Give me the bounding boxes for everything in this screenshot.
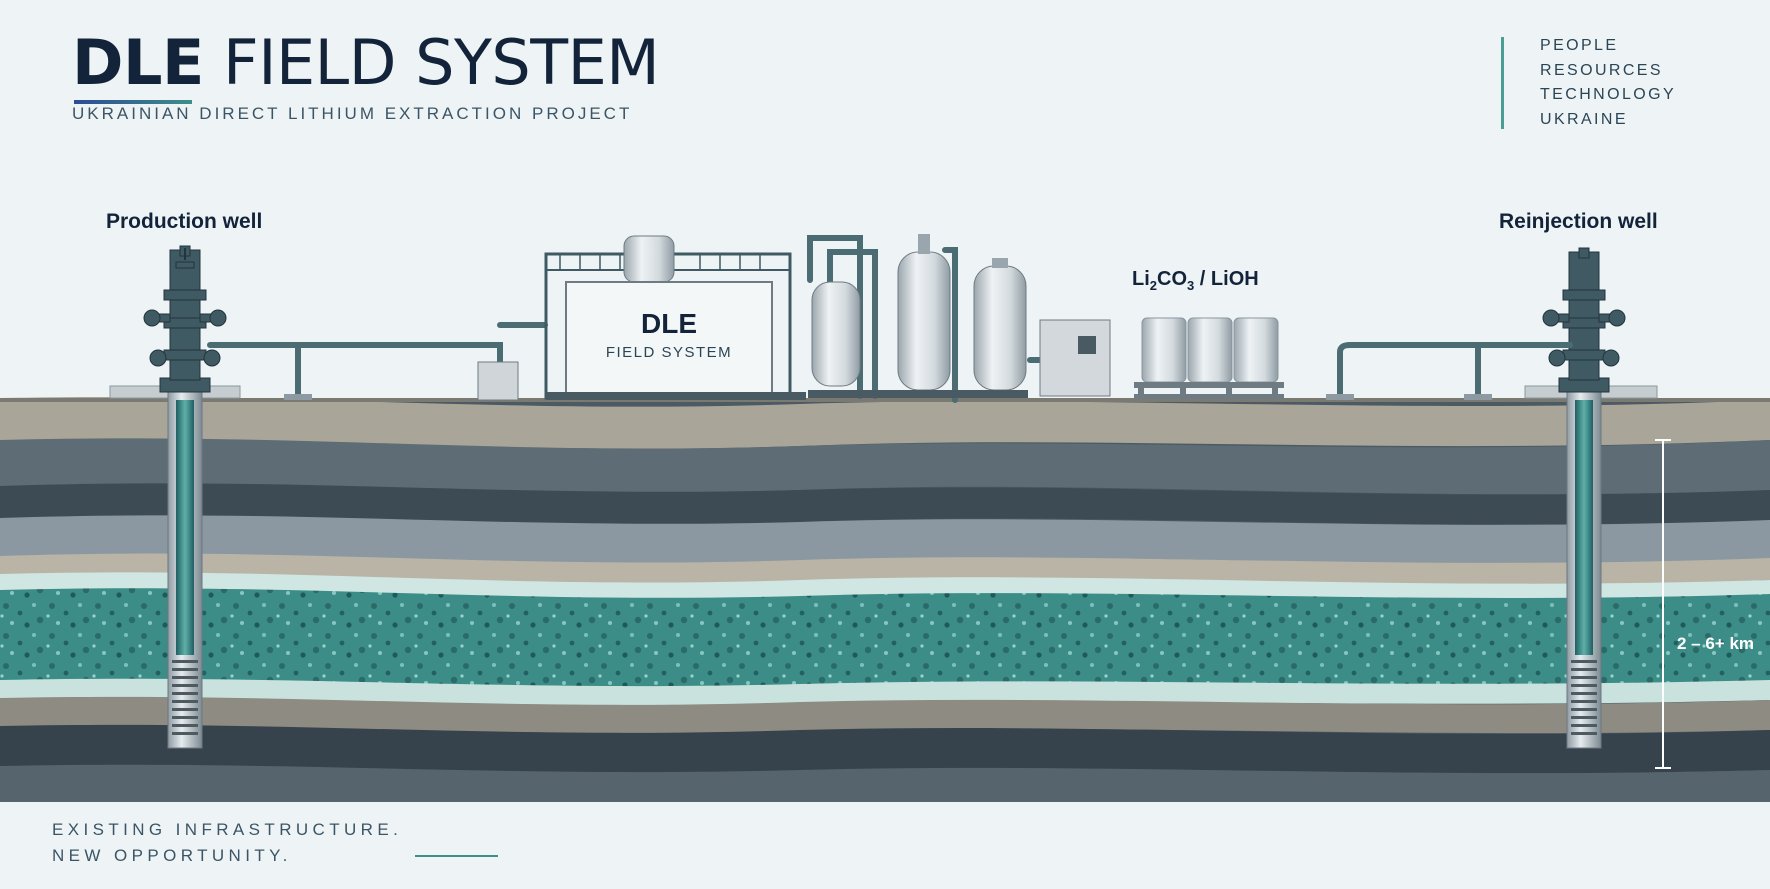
tagline-divider bbox=[1501, 37, 1504, 129]
depth-scale bbox=[1655, 439, 1671, 769]
control-cabinet bbox=[1039, 319, 1111, 397]
page-subtitle: UKRAINIAN DIRECT LITHIUM EXTRACTION PROJ… bbox=[72, 104, 633, 123]
plant-label: DLE FIELD SYSTEM bbox=[566, 308, 772, 361]
tagline-item: UKRAINE bbox=[1540, 110, 1628, 128]
production-well bbox=[109, 245, 241, 749]
rock-strata bbox=[0, 396, 1770, 802]
tagline-item: PEOPLE bbox=[1540, 37, 1619, 54]
title-accent-bar bbox=[74, 100, 192, 104]
production-well-label: Production well bbox=[106, 210, 263, 233]
plant-label-sub: FIELD SYSTEM bbox=[605, 344, 733, 361]
product-containers bbox=[1134, 317, 1284, 399]
process-tanks bbox=[808, 234, 1028, 398]
tagline-list: PEOPLE RESOURCES TECHNOLOGY UKRAINE bbox=[1540, 34, 1676, 132]
title-block: DLE FIELD SYSTEM bbox=[72, 26, 660, 104]
control-box bbox=[477, 361, 519, 401]
plant-label-main: DLE bbox=[641, 308, 697, 339]
title-bold: DLE bbox=[72, 26, 204, 99]
surface-pipes bbox=[207, 235, 1573, 403]
reinjection-well bbox=[1524, 247, 1658, 749]
product-label: Li2CO3 / LiOH bbox=[1132, 268, 1259, 293]
footer-line-2: NEW OPPORTUNITY. bbox=[52, 846, 292, 865]
footer-band bbox=[0, 802, 1770, 889]
title-rest: FIELD SYSTEM bbox=[223, 26, 660, 99]
footer-accent-rule bbox=[415, 855, 498, 857]
dle-plant-module bbox=[544, 235, 806, 400]
depth-label: 2 – 6+ km bbox=[1677, 634, 1755, 653]
tagline-item: RESOURCES bbox=[1540, 61, 1663, 79]
tagline-item: TECHNOLOGY bbox=[1540, 86, 1677, 103]
page-title: DLE FIELD SYSTEM bbox=[72, 26, 660, 99]
footer-line-1: EXISTING INFRASTRUCTURE. bbox=[52, 820, 403, 839]
reinjection-well-label: Reinjection well bbox=[1499, 210, 1658, 233]
pipe-supports bbox=[284, 394, 1492, 400]
